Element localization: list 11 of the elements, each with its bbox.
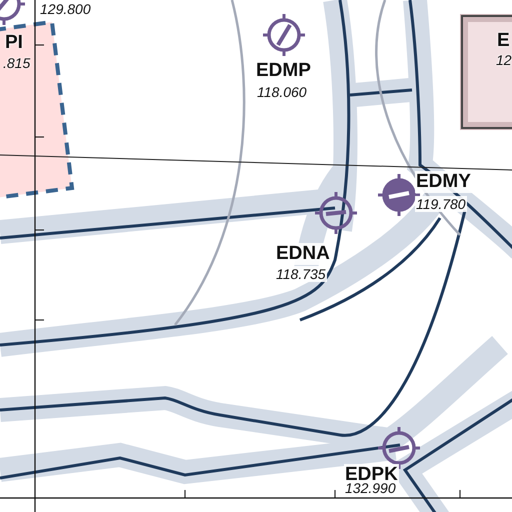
airfield-code: EDMY: [415, 171, 472, 193]
frequency-label: 129.800: [40, 1, 91, 17]
frequency-label: 12: [496, 52, 512, 68]
frequency-label: 119.780: [415, 196, 467, 212]
frequency-label: 118.735: [275, 266, 327, 282]
frequency-label: 118.060: [257, 84, 307, 100]
airfield-code: EDNA: [275, 243, 331, 265]
airfield-code: EDMP: [256, 60, 311, 82]
airfield-code: PI: [5, 32, 23, 54]
airfield-code: E: [497, 30, 510, 52]
frequency-label: .815: [3, 55, 30, 71]
